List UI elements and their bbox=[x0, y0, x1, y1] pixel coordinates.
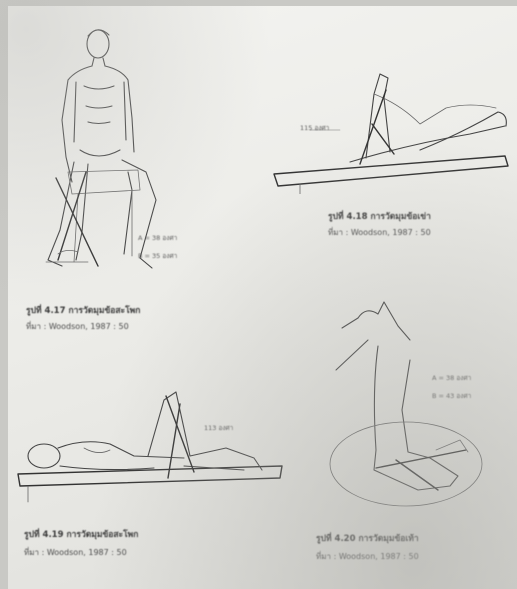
fig-4-20-caption: รูปที่ 4.20 การวัดมุมข้อเท้า bbox=[316, 534, 419, 544]
fig-4-20-source: ที่มา : Woodson, 1987 : 50 bbox=[316, 552, 419, 562]
fig-4-18-caption-title: รูปที่ 4.18 การวัดมุมข้อเข่า bbox=[328, 212, 431, 222]
page-left-edge bbox=[0, 0, 8, 589]
fig-4-17-caption: รูปที่ 4.17 การวัดมุมข้อสะโพก bbox=[26, 306, 140, 316]
fig-4-20-label-b: B = 43 องศา bbox=[432, 392, 471, 400]
figure-seated-man bbox=[28, 22, 188, 282]
fig-4-19-caption-title: รูปที่ 4.19 การวัดมุมข้อสะโพก bbox=[24, 530, 138, 540]
seated-man-drawing bbox=[28, 22, 188, 282]
fig-4-18-caption: รูปที่ 4.18 การวัดมุมข้อเข่า bbox=[328, 212, 431, 222]
fig-4-17-label-a: A = 38 องศา bbox=[138, 234, 177, 242]
fig-4-19-source: ที่มา : Woodson, 1987 : 50 bbox=[24, 548, 127, 558]
fig-4-18-label: 115 องศา bbox=[300, 124, 329, 132]
figure-lying-hip bbox=[14, 386, 284, 506]
fig-4-17-label-b: B = 35 องศา bbox=[138, 252, 177, 260]
fig-4-19-caption: รูปที่ 4.19 การวัดมุมข้อสะโพก bbox=[24, 530, 138, 540]
fig-4-20-caption-title: รูปที่ 4.20 การวัดมุมข้อเท้า bbox=[316, 534, 419, 544]
fig-4-17-caption-title: รูปที่ 4.17 การวัดมุมข้อสะโพก bbox=[26, 306, 140, 316]
ankle-drawing bbox=[318, 300, 498, 520]
lying-hip-drawing bbox=[14, 386, 284, 506]
fig-4-18-source: ที่มา : Woodson, 1987 : 50 bbox=[328, 228, 431, 238]
fig-4-19-label: 113 องศา bbox=[204, 424, 233, 432]
fig-4-17-source: ที่มา : Woodson, 1987 : 50 bbox=[26, 322, 129, 332]
figure-ankle bbox=[318, 300, 498, 520]
fig-4-20-label-a: A = 38 องศา bbox=[432, 374, 471, 382]
page-top-edge bbox=[0, 0, 517, 6]
